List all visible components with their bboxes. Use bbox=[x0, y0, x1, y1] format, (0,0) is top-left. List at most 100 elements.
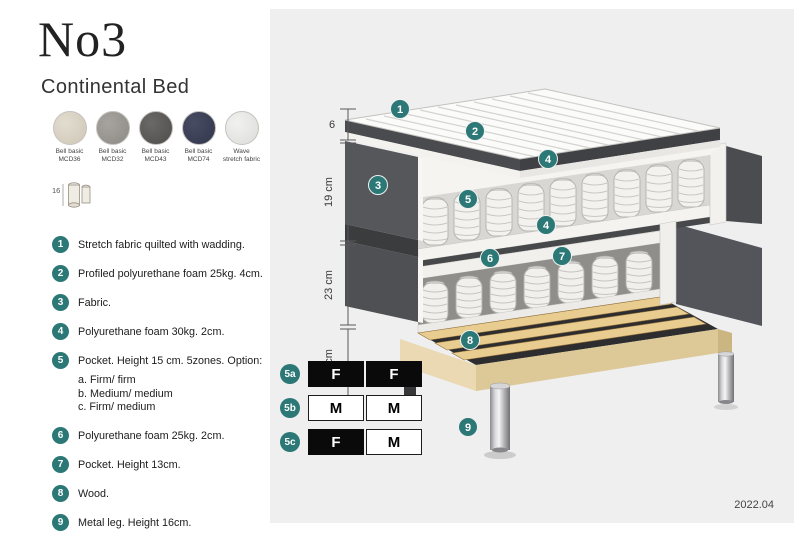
wood-slats bbox=[417, 296, 718, 365]
measure-middle: 23 cm bbox=[323, 270, 335, 300]
firmness-row: 5a F F bbox=[280, 361, 424, 387]
svg-text:4: 4 bbox=[543, 220, 550, 232]
step-number-badge: 2 bbox=[52, 265, 69, 282]
callout-6: 6 bbox=[480, 248, 500, 268]
callout-4b: 4 bbox=[536, 215, 556, 235]
base-frame bbox=[400, 329, 732, 391]
list-item: 2 Profiled polyurethane foam 25kg. 4cm. bbox=[52, 265, 270, 282]
version-label: 2022.04 bbox=[734, 499, 774, 511]
pocket-options: a. Firm/ firm b. Medium/ medium c. Firm/… bbox=[78, 374, 270, 415]
middle-spring-layer bbox=[417, 230, 661, 334]
quilted-topper bbox=[344, 88, 721, 178]
step-text: Stretch fabric quilted with wadding. bbox=[78, 239, 245, 251]
firmness-cell: M bbox=[366, 429, 422, 455]
svg-text:6: 6 bbox=[487, 253, 493, 265]
leg-icon-label: 16 bbox=[52, 186, 60, 195]
callout-3: 3 bbox=[368, 175, 388, 195]
step-text: Metal leg. Height 16cm. bbox=[78, 516, 192, 529]
callout-2: 2 bbox=[465, 121, 485, 141]
svg-text:2: 2 bbox=[472, 126, 478, 138]
illustration-panel: 6 19 cm 23 cm 16 cm 1 2 4 3 5 4 6 7 8 9 … bbox=[270, 9, 794, 523]
measurement-labels: 6 19 cm 23 cm 16 cm bbox=[323, 119, 335, 379]
svg-text:4: 4 bbox=[545, 154, 552, 166]
svg-text:9: 9 bbox=[465, 422, 471, 434]
list-item: 5 Pocket. Height 15 cm. 5zones. Option: bbox=[52, 352, 270, 369]
firmness-cell: M bbox=[366, 395, 422, 421]
mattress-right-face bbox=[676, 146, 762, 326]
step-text: Wood. bbox=[78, 487, 110, 500]
firmness-cell: F bbox=[308, 361, 364, 387]
bed-cutaway-illustration: 6 19 cm 23 cm 16 cm 1 2 4 3 5 4 6 7 8 9 bbox=[323, 88, 762, 459]
firmness-table: 5a F F 5b M M 5c F M bbox=[280, 361, 424, 463]
svg-text:8: 8 bbox=[467, 335, 473, 347]
callout-8: 8 bbox=[460, 330, 480, 350]
step-text: Polyurethane foam 30kg. 2cm. bbox=[78, 326, 225, 338]
list-item: 1 Stretch fabric quilted with wadding. bbox=[52, 236, 270, 253]
measure-upper: 19 cm bbox=[323, 177, 335, 207]
svg-text:3: 3 bbox=[375, 180, 381, 192]
callout-4a: 4 bbox=[538, 149, 558, 169]
list-item: 6 Polyurethane foam 25kg. 2cm. bbox=[52, 426, 270, 444]
fabric-swatch-circle bbox=[52, 111, 87, 145]
step-number-badge: 8 bbox=[52, 484, 69, 502]
firmness-cell: M bbox=[308, 395, 364, 421]
step-number-badge: 4 bbox=[52, 323, 69, 340]
firmness-cell: F bbox=[308, 429, 364, 455]
fabric-swatch-circle bbox=[95, 111, 130, 145]
firmness-row: 5c F M bbox=[280, 429, 424, 455]
list-item: 4 Polyurethane foam 30kg. 2cm. bbox=[52, 323, 270, 340]
middle-box-left-fabric bbox=[345, 241, 423, 323]
firmness-row-badge: 5c bbox=[280, 432, 300, 452]
list-item: 7 Pocket. Height 13cm. bbox=[52, 455, 270, 473]
step-number-badge: 3 bbox=[52, 294, 69, 311]
step-text: Fabric. bbox=[78, 297, 111, 309]
step-number-badge: 9 bbox=[52, 513, 69, 531]
step-number-badge: 5 bbox=[52, 352, 69, 369]
firmness-row: 5b M M bbox=[280, 395, 424, 421]
step-text: Pocket. Height 15 cm. 5zones. Option: bbox=[78, 355, 263, 367]
mattress-frame-post bbox=[709, 142, 727, 226]
measure-topper: 6 bbox=[329, 119, 335, 131]
step-number-badge: 1 bbox=[52, 236, 69, 253]
svg-text:1: 1 bbox=[397, 104, 403, 116]
quilt-stitch-lines bbox=[365, 92, 699, 158]
step-number-badge: 6 bbox=[52, 426, 69, 444]
callout-5: 5 bbox=[458, 189, 478, 209]
callout-9: 9 bbox=[458, 417, 478, 437]
pocket-option: c. Firm/ medium bbox=[78, 401, 156, 413]
pocket-option: a. Firm/ firm bbox=[78, 374, 136, 386]
callout-1: 1 bbox=[390, 99, 410, 119]
step-text: Pocket. Height 13cm. bbox=[78, 458, 181, 471]
list-item: 8 Wood. bbox=[52, 484, 270, 502]
callout-badges: 1 2 4 3 5 4 6 7 8 9 bbox=[368, 99, 572, 437]
middle-frame-post bbox=[659, 220, 677, 306]
leg-dimension-icon: 16 bbox=[50, 176, 96, 217]
step-text: Profiled polyurethane foam 25kg. 4cm. bbox=[78, 268, 263, 280]
pocket-option: b. Medium/ medium bbox=[78, 387, 173, 400]
firmness-row-badge: 5a bbox=[280, 364, 300, 384]
metal-leg bbox=[718, 354, 734, 402]
firmness-cell: F bbox=[366, 361, 422, 387]
step-number-badge: 7 bbox=[52, 455, 69, 473]
fabric-swatch-circle bbox=[224, 111, 259, 145]
svg-text:7: 7 bbox=[559, 251, 565, 263]
callout-7: 7 bbox=[552, 246, 572, 266]
svg-text:5: 5 bbox=[465, 194, 471, 206]
list-item: 9 Metal leg. Height 16cm. bbox=[52, 513, 270, 531]
step-text: Polyurethane foam 25kg. 2cm. bbox=[78, 429, 225, 442]
firmness-row-badge: 5b bbox=[280, 398, 300, 418]
upper-foam-surface bbox=[423, 147, 720, 197]
fabric-swatch-circle bbox=[181, 111, 216, 145]
fabric-swatch-circle bbox=[138, 111, 173, 145]
